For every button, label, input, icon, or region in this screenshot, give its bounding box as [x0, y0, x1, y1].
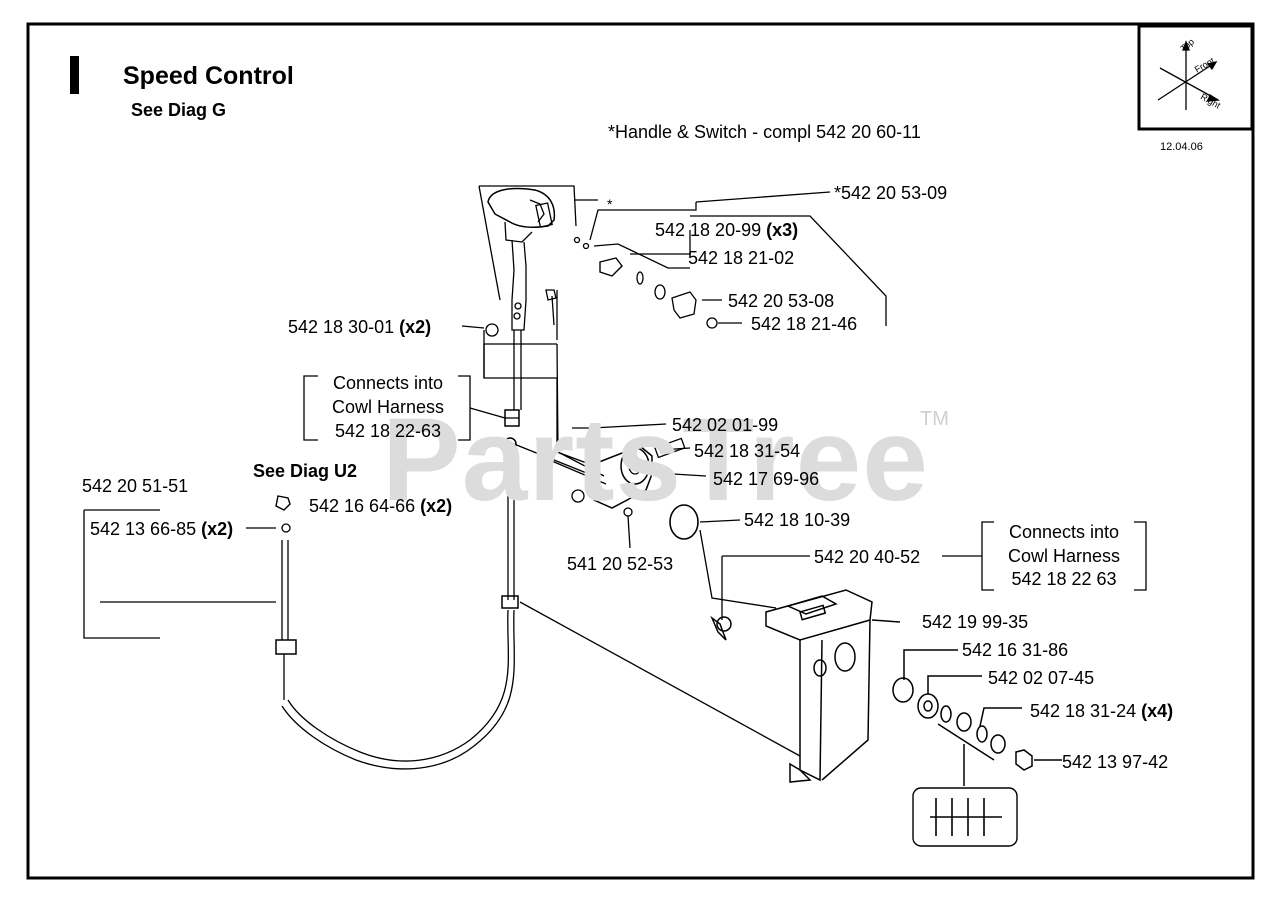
control-rod — [556, 343, 605, 477]
title-bar — [70, 56, 79, 94]
see-diag-u2-link[interactable]: See Diag U2 — [253, 461, 358, 481]
connects-left-bracket — [303, 375, 318, 441]
pivot-bracket — [571, 423, 707, 549]
part-callout[interactable]: 542 16 31-86 — [962, 640, 1069, 660]
connects-right-bracket — [981, 521, 994, 591]
connects-left-line1: Connects into — [332, 373, 444, 393]
part-callout[interactable]: 542 02 07-45 — [988, 668, 1095, 688]
switch-parts — [573, 191, 887, 329]
handle-assembly — [478, 185, 601, 469]
cable-lower — [83, 495, 297, 700]
part-callout[interactable]: 542 18 30-01 (x2) — [288, 317, 432, 337]
part-callout[interactable]: 542 17 69-96 — [713, 469, 820, 489]
connects-right-line1: Connects into — [1008, 522, 1120, 542]
part-callout[interactable]: 542 18 10-39 — [744, 510, 851, 530]
see-diag-g-link[interactable]: See Diag G — [131, 100, 227, 120]
part-callout[interactable]: 542 18 31-24 (x4) — [1030, 701, 1174, 721]
star-marker: * — [607, 196, 613, 212]
part-callout[interactable]: 542 16 64-66 (x2) — [309, 496, 453, 516]
revision-date: 12.04.06 — [1160, 141, 1203, 153]
part-callout[interactable]: 542 18 21-02 — [688, 248, 795, 268]
part-callout[interactable]: 542 20 40-52 — [814, 547, 921, 567]
orientation-axes — [1157, 40, 1220, 110]
base-bracket — [765, 589, 901, 783]
part-callout[interactable]: 541 20 52-53 — [567, 554, 674, 574]
connects-left-part[interactable]: 542 18 22-63 — [334, 421, 442, 441]
page-title: Speed Control — [123, 62, 294, 90]
part-callout[interactable]: 542 02 01-99 — [672, 415, 779, 435]
part-callout[interactable]: 542 18 21-46 — [751, 314, 858, 334]
connects-right-line2: Cowl Harness — [1007, 546, 1121, 566]
connects-left-line2: Cowl Harness — [331, 397, 445, 417]
orientation-box — [1137, 24, 1254, 131]
bushing-stack — [892, 649, 1062, 786]
part-callout[interactable]: 542 20 51-51 — [82, 476, 189, 496]
washer — [669, 504, 699, 540]
watermark-tm: TM — [920, 408, 949, 430]
washer-detail-inset — [912, 787, 1018, 847]
connects-right-part[interactable]: 542 18 22 63 — [1011, 569, 1117, 589]
handle-switch-note: *Handle & Switch - compl 542 20 60-11 — [608, 122, 921, 142]
part-callout[interactable]: 542 13 66-85 (x2) — [90, 519, 234, 539]
page-frame — [26, 22, 1255, 880]
watermark: PartsTree — [382, 394, 929, 526]
part-callout[interactable]: 542 18 20-99 (x3) — [655, 220, 799, 240]
part-callout[interactable]: 542 18 31-54 — [694, 441, 801, 461]
washer-detail-glyphs — [930, 798, 1002, 836]
part-callout[interactable]: 542 19 99-35 — [922, 612, 1029, 632]
part-callout[interactable]: 542 20 53-08 — [728, 291, 835, 311]
ball-joint — [710, 615, 732, 641]
part-callout[interactable]: 542 13 97-42 — [1062, 752, 1169, 772]
cable-upper — [281, 437, 595, 770]
part-callout[interactable]: *542 20 53-09 — [834, 183, 948, 203]
